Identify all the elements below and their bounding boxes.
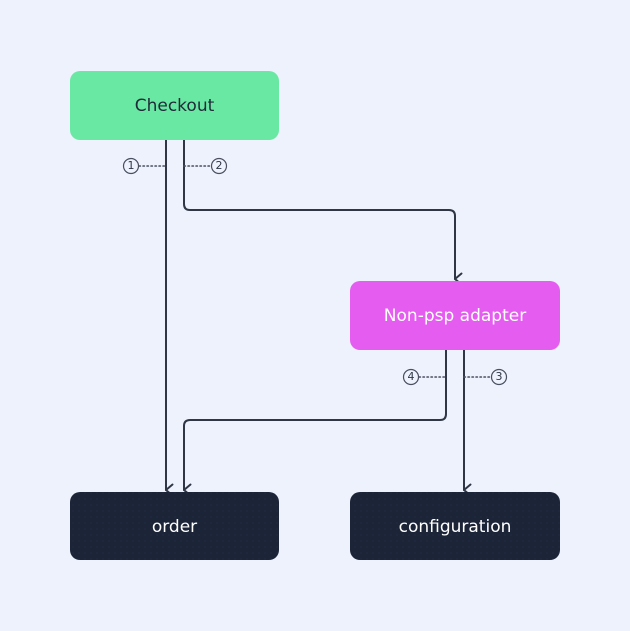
node-order-texture — [70, 492, 279, 560]
edges — [165, 139, 472, 497]
step-badge-4: 4 — [402, 368, 420, 386]
node-non-psp-adapter-box[interactable] — [350, 281, 560, 350]
step-badge-1: 1 — [122, 157, 140, 175]
step-badge-2: 2 — [210, 157, 228, 175]
step-badge-2-label: 2 — [216, 159, 223, 172]
node-non-psp-adapter[interactable]: Non-psp adapter — [350, 281, 560, 350]
node-configuration[interactable]: configuration — [350, 492, 560, 560]
step-badges: 1 2 3 4 — [122, 157, 508, 386]
edge-checkout-to-non-psp-adapter — [183, 139, 463, 286]
node-configuration-label: configuration — [399, 517, 512, 537]
step-leaders — [138, 165, 492, 378]
step-badge-2-circle — [210, 157, 228, 175]
node-checkout-box[interactable] — [70, 71, 279, 140]
node-non-psp-adapter-label: Non-psp adapter — [384, 306, 526, 326]
node-configuration-texture — [350, 492, 560, 560]
step-badge-3-circle — [490, 368, 508, 386]
step-badge-3: 3 — [490, 368, 508, 386]
node-checkout[interactable]: Checkout — [70, 71, 279, 140]
node-checkout-label: Checkout — [135, 96, 215, 116]
node-order-label: order — [152, 517, 197, 537]
step-badge-1-label: 1 — [128, 159, 135, 172]
edge-non-psp-adapter-to-order — [183, 349, 447, 497]
step-badge-4-label: 4 — [408, 370, 415, 383]
step-badge-3-label: 3 — [496, 370, 503, 383]
step-badge-4-circle — [402, 368, 420, 386]
nodes: Checkout Non-psp adapter order configura… — [70, 71, 560, 560]
node-order[interactable]: order — [70, 492, 279, 560]
step-badge-1-circle — [122, 157, 140, 175]
